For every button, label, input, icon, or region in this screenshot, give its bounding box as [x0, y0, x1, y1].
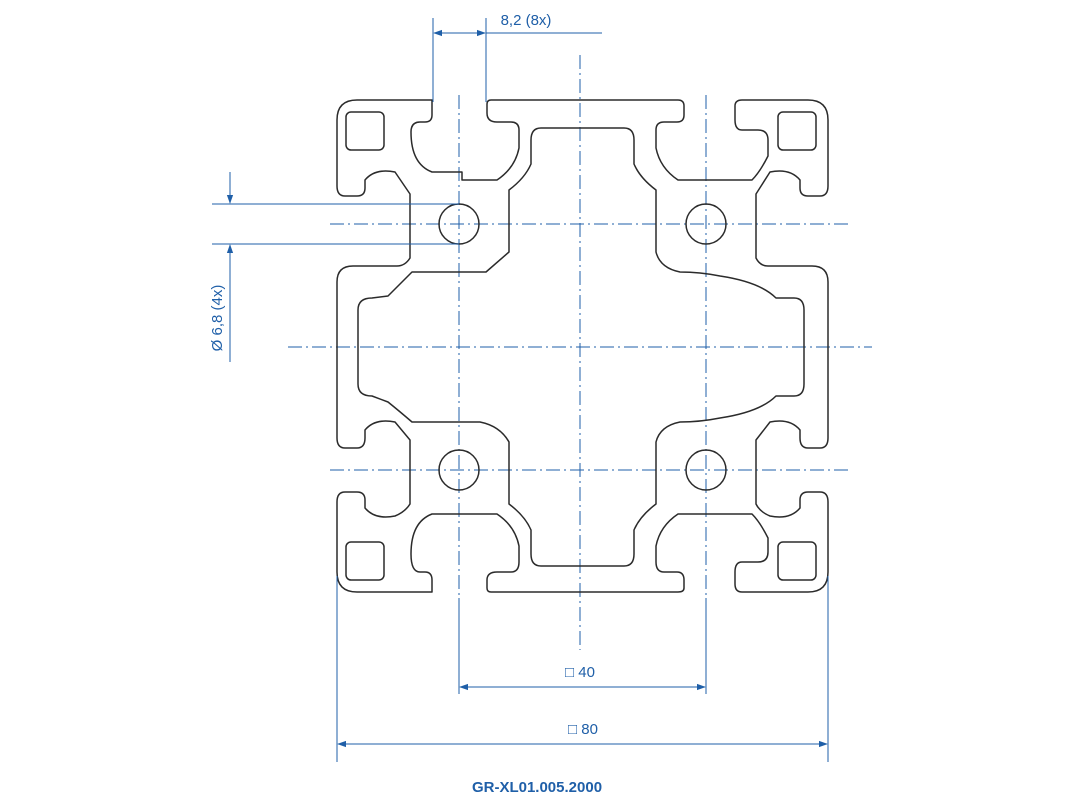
hole-diameter-label: Ø 6,8 (4x): [209, 285, 226, 352]
aluminium-profile: [336, 99, 829, 593]
bore-hole-bottom-left: [438, 449, 480, 491]
outer-square-label: □ 80: [568, 721, 598, 738]
corner-cavity-bottom-left: [345, 541, 385, 581]
centerlines: [288, 55, 872, 650]
bore-hole-bottom-right: [685, 449, 727, 491]
profile-outer-contour: [336, 99, 829, 593]
bore-hole-top-right: [685, 203, 727, 245]
inner-square-label: □ 40: [565, 664, 595, 681]
corner-cavity-top-left: [345, 111, 385, 151]
corner-cavity-bottom-right: [777, 541, 817, 581]
corner-cavity-top-right: [777, 111, 817, 151]
part-code: GR-XL01.005.2000: [472, 779, 602, 796]
profile-central-cavity: [357, 127, 805, 567]
slot-width-label: 8,2 (8x): [501, 12, 552, 29]
dimension-lines: [212, 18, 829, 762]
